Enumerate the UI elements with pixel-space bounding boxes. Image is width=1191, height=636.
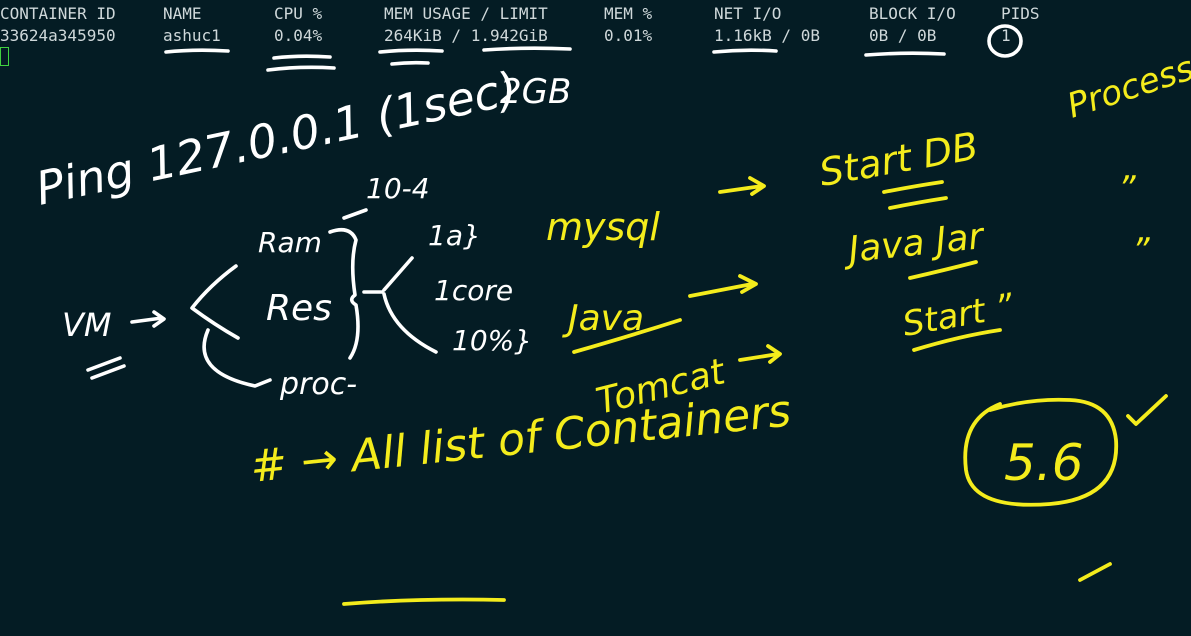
note-ping: Ping 127.0.0.1 (1sec) [31, 61, 522, 216]
col-mem-percent: MEM % [604, 4, 653, 23]
terminal-underlines [164, 24, 1023, 72]
col-cpu: CPU % [274, 4, 323, 23]
cell-cpu: 0.04% [274, 26, 323, 45]
note-ram: Ram [258, 226, 322, 259]
note-java: Java [562, 298, 644, 339]
col-mem-usage: MEM USAGE / LIMIT [384, 4, 548, 23]
docker-stats-header: CONTAINER ID NAME CPU % MEM USAGE / LIMI… [0, 4, 1040, 24]
note-bracket-1a: 1a} [428, 219, 481, 252]
note-ditto-2: ” [1132, 231, 1150, 271]
cell-mem-percent: 0.01% [604, 26, 653, 45]
note-process: Process [1062, 48, 1191, 126]
note-ditto-1: ” [1118, 169, 1136, 209]
note-bracket-percent: 10%} [452, 324, 532, 357]
cell-mem-usage: 264KiB / 1.942GiB [384, 26, 548, 45]
note-vm: VM [62, 306, 112, 344]
note-start: Start ” [900, 286, 1017, 345]
vm-diagram-strokes [86, 208, 438, 388]
col-container-id: CONTAINER ID [0, 4, 116, 23]
cell-container-id: 33624a345950 [0, 26, 116, 45]
cell-name: ashuc1 [163, 26, 221, 45]
cell-block-io: 0B / 0B [869, 26, 937, 45]
note-2gb: 2GB [500, 72, 571, 112]
cell-pids: 1 [1001, 26, 1011, 45]
note-start-db: Start DB [816, 124, 981, 195]
note-res: Res [266, 288, 332, 329]
cell-net-io: 1.16kB / 0B [714, 26, 820, 45]
col-name: NAME [163, 4, 202, 23]
note-number: 5.6 [1004, 434, 1084, 492]
note-bracket-core: 1core [434, 274, 513, 307]
note-mysql: mysql [546, 205, 660, 249]
col-pids: PIDS [1001, 4, 1040, 23]
note-proc: proc- [279, 367, 357, 402]
note-ram-value: 10-4 [366, 172, 430, 205]
terminal-cursor [0, 47, 9, 66]
yellow-strokes [342, 176, 1168, 606]
col-block-io: BLOCK I/O [869, 4, 956, 23]
docker-stats-row: 33624a345950 ashuc1 0.04% 264KiB / 1.942… [0, 26, 1011, 46]
col-net-io: NET I/O [714, 4, 782, 23]
pids-circle [987, 24, 1023, 58]
